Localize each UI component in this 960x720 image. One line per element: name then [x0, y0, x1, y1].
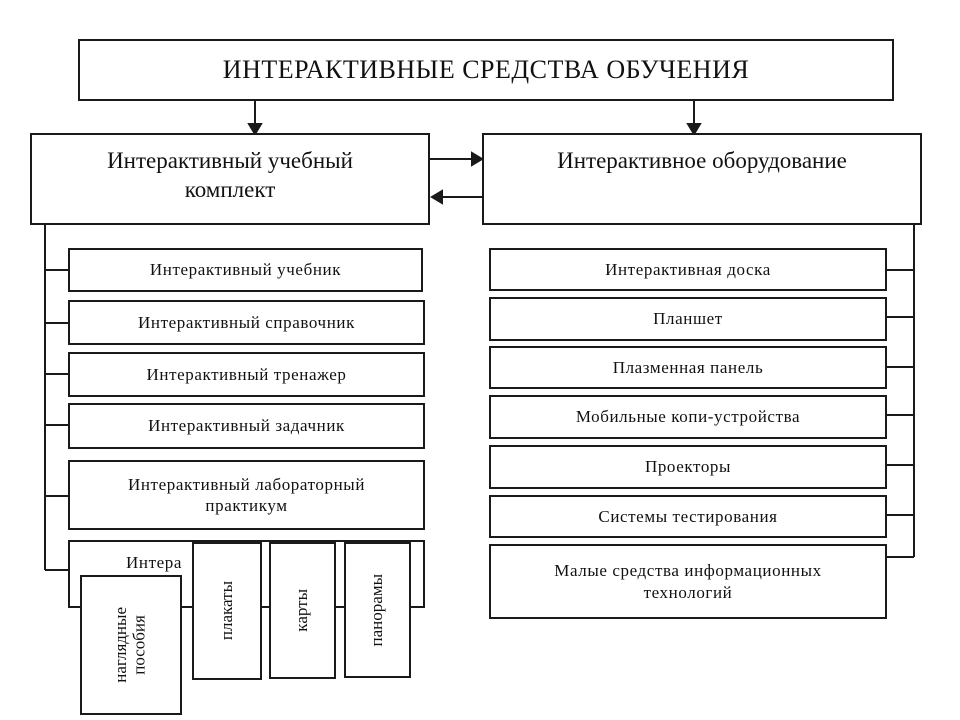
right-item: Системы тестирования [489, 495, 887, 538]
left-item-label: Интерактивный справочник [138, 312, 355, 332]
right-item: Плазменная панель [489, 346, 887, 389]
right-item-label: Проекторы [644, 457, 732, 477]
right-item: Мобильные копи-устройства [489, 395, 887, 439]
diagram-title-box: ИНТЕРАКТИВНЫЕ СРЕДСТВА ОБУЧЕНИЯ [78, 39, 894, 101]
left-item-label: Интерактивный задачник [148, 416, 345, 436]
left-item: Интерактивный справочник [68, 300, 425, 345]
overlay-card: наглядные пособия [80, 575, 182, 715]
left-item: Интерактивный задачник [68, 403, 425, 449]
left-item-label: Интерактивный учебник [149, 260, 342, 280]
left-branch-box: Интерактивный учебный комплект [30, 133, 430, 225]
overlay-card-label: карты [292, 589, 312, 632]
right-item: Интерактивная доска [489, 248, 887, 291]
right-item: Планшет [489, 297, 887, 341]
right-item-label: Планшет [653, 309, 723, 329]
left-item: Интерактивный лабораторный практикум [68, 460, 425, 530]
overlay-card: карты [269, 542, 336, 679]
left-item-label: Интера [126, 553, 182, 572]
right-item: Проекторы [489, 445, 887, 489]
left-item: Интерактивный учебник [68, 248, 423, 292]
left-item-label: Интерактивный тренажер [146, 364, 347, 384]
right-item: Малые средства информационных технологий [489, 544, 887, 619]
overlay-card-label: панорамы [367, 573, 387, 647]
right-item-label: Малые средства информационных технологий [554, 561, 822, 602]
overlay-card: плакаты [192, 542, 262, 680]
left-item-label: Интерактивный лабораторный практикум [127, 474, 366, 515]
right-branch-box: Интерактивное оборудование [482, 133, 922, 225]
right-item-label: Системы тестирования [598, 506, 778, 526]
right-branch-title: Интерактивное оборудование [557, 148, 847, 173]
right-item-label: Интерактивная доска [605, 259, 771, 279]
left-item: Интерактивный тренажер [68, 352, 425, 397]
overlay-card-label: наглядные пособия [111, 607, 149, 683]
diagram-title: ИНТЕРАКТИВНЫЕ СРЕДСТВА ОБУЧЕНИЯ [222, 54, 750, 84]
overlay-card-label: плакаты [216, 581, 236, 641]
left-branch-title: Интерактивный учебный комплект [107, 148, 353, 202]
right-item-label: Мобильные копи-устройства [575, 407, 801, 427]
right-item-label: Плазменная панель [612, 357, 764, 377]
overlay-card: панорамы [344, 542, 411, 678]
